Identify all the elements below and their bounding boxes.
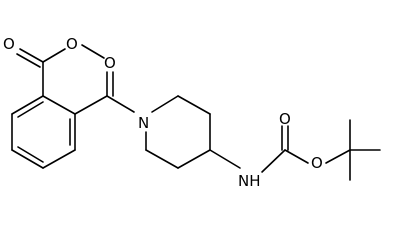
atom-labels: O O O N NH O O xyxy=(3,35,323,190)
bond-ester-c-to-o-double-a xyxy=(19,48,44,63)
atom-label-carbamate-ether-oxygen: O xyxy=(311,154,323,172)
bond-ring-3 xyxy=(42,149,76,169)
bonds xyxy=(11,44,381,181)
bond-pip-n-to-c2 xyxy=(151,95,179,113)
bond-ring-inner-3 xyxy=(17,101,44,118)
bond-ester-c-to-o-double-b xyxy=(16,53,41,68)
bond-ring-4 xyxy=(11,149,44,169)
bond-nh-to-carbonyl-c xyxy=(261,149,286,173)
bond-c4-to-nh xyxy=(209,149,241,169)
bond-ester-c-to-o-single xyxy=(42,48,66,63)
bond-ester-o-to-methyl xyxy=(81,44,105,59)
bond-ether-o-to-quaternary-c xyxy=(325,149,351,164)
bond-ring-to-ketone-carbon xyxy=(74,95,108,115)
chemical-structure-diagram: O O O N NH O O xyxy=(3,35,381,190)
bond-pip-c5-to-c6 xyxy=(145,149,179,169)
atom-label-ketone-oxygen: O xyxy=(104,54,116,72)
bond-pip-c2-to-c3 xyxy=(177,95,211,115)
bond-ring-inner-2 xyxy=(17,146,44,163)
atom-label-piperidine-nitrogen: N xyxy=(138,114,149,132)
bond-ring-6 xyxy=(11,95,44,115)
atom-label-carbamate-carbonyl-oxygen: O xyxy=(279,110,291,128)
atom-label-ester-carbonyl-oxygen: O xyxy=(3,35,15,53)
bond-ring-1 xyxy=(42,95,76,115)
atom-label-ester-ether-oxygen: O xyxy=(66,35,78,53)
bond-carbamate-c-to-ether-o xyxy=(284,149,309,164)
bond-pip-c4-to-c5 xyxy=(177,149,211,169)
atom-label-carbamate-nitrogen: NH xyxy=(238,172,261,190)
bond-ketone-c-to-n xyxy=(106,95,135,113)
